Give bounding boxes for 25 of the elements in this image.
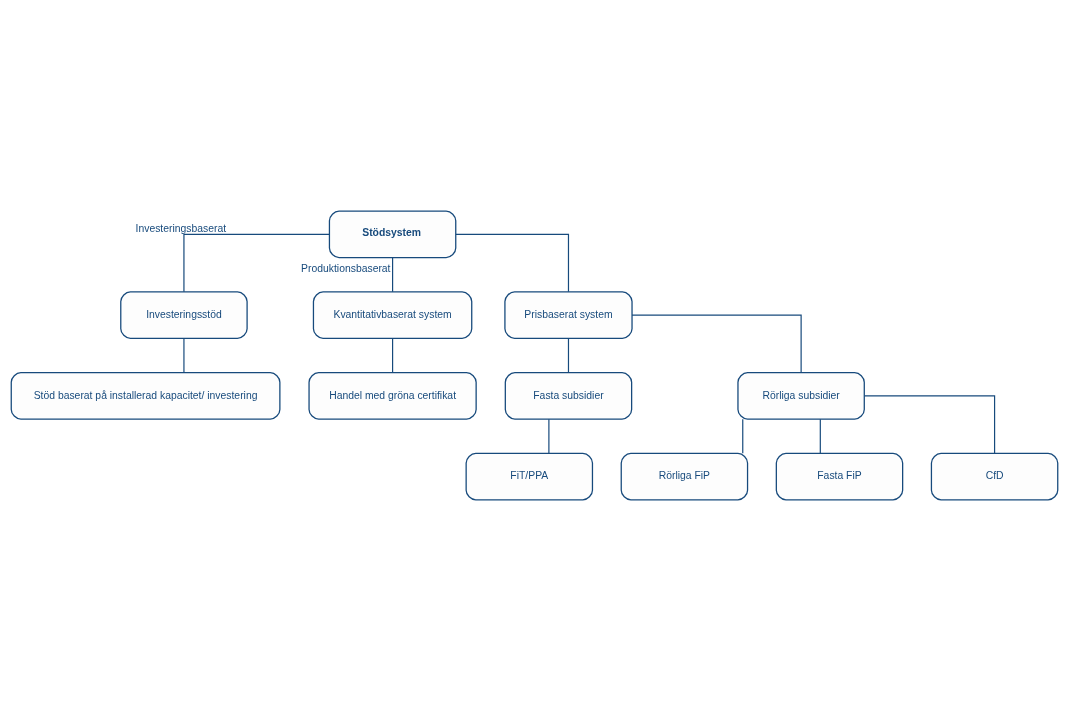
connector — [742, 418, 744, 454]
connector — [548, 418, 550, 454]
connector — [392, 337, 394, 373]
connector — [455, 233, 570, 292]
node-box: Fasta FiP — [775, 452, 904, 500]
connector — [819, 418, 821, 454]
node-box: Rörliga subsidier — [737, 371, 865, 420]
connector — [567, 337, 570, 373]
connector — [631, 314, 802, 373]
edge-label: Investeringsbaserat — [135, 222, 227, 233]
node-box: Prisbaserat system — [504, 290, 633, 339]
node-box: Stödsystem — [328, 210, 457, 258]
connector — [183, 233, 331, 292]
node-box: Stöd baserat på installerad kapacitet/ investering — [10, 371, 281, 420]
connector — [183, 337, 185, 373]
connector — [863, 394, 996, 454]
node-box: Investeringsstöd — [120, 290, 248, 339]
edge-label: Produktionsbaserat — [301, 262, 391, 274]
node-box: Handel med gröna certifikat — [308, 371, 477, 420]
node-box: Rörliga FiP — [620, 452, 749, 500]
node-box: Kvantitativbaserat system — [312, 290, 473, 339]
node-box: FiT/PPA — [465, 452, 594, 500]
node-box: CfD — [930, 452, 1059, 500]
node-box: Fasta subsidier — [504, 371, 633, 420]
connector — [392, 256, 394, 292]
